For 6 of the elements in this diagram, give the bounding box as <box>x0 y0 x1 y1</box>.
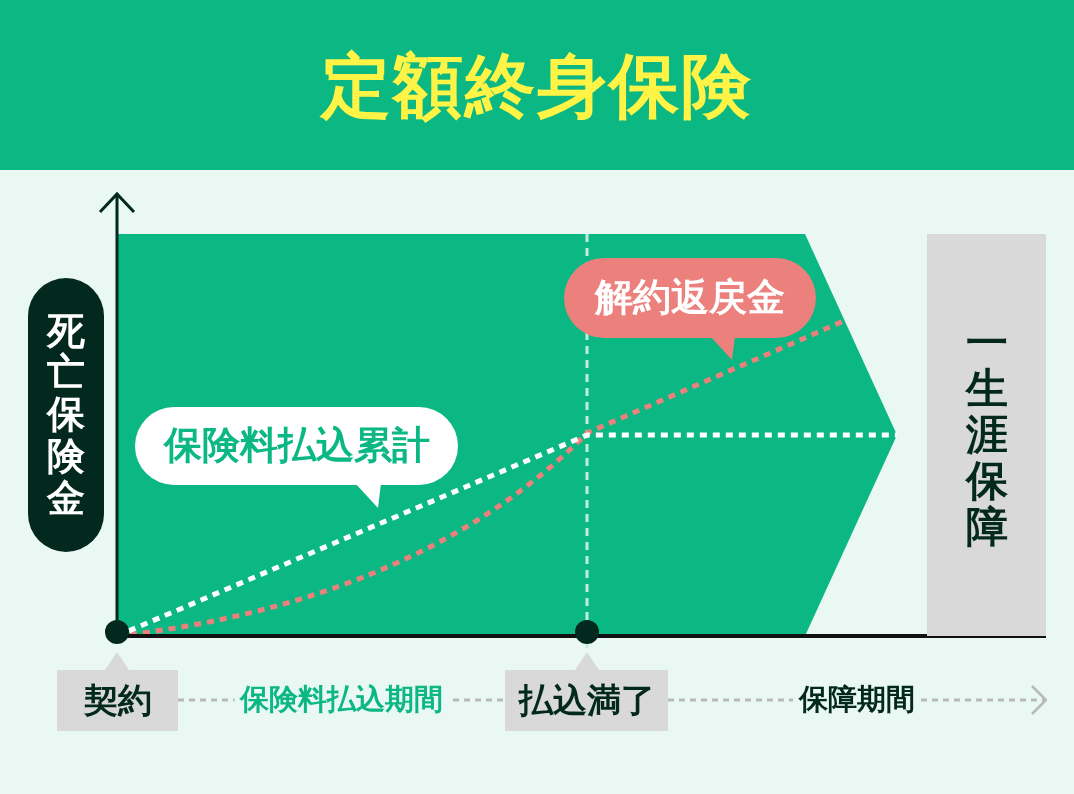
title: 定額終身保険 <box>319 44 754 128</box>
label-box: 一生涯保障 <box>927 234 1046 636</box>
pill-label: 死亡保険金 <box>28 278 104 552</box>
edge-label: 保険料払込期間 <box>234 682 449 717</box>
tag-box: 契約 <box>57 652 178 731</box>
tag-box: 払込満了 <box>505 652 668 731</box>
